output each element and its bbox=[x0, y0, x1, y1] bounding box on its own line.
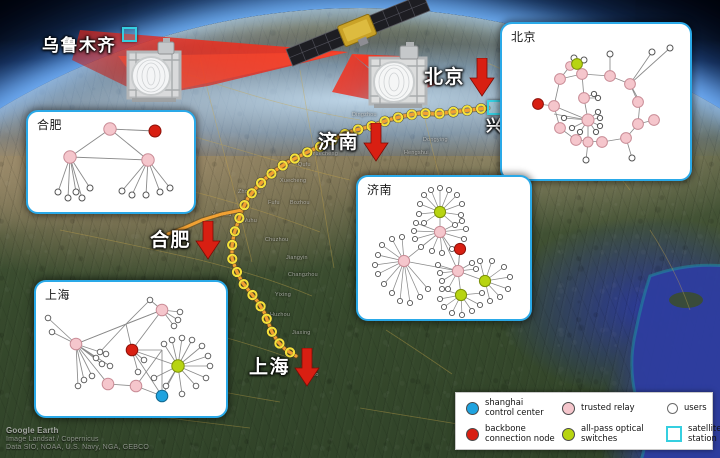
inset-jinan-network bbox=[371, 184, 514, 319]
legend-label: shanghai control center bbox=[485, 397, 544, 417]
google-earth-watermark: Google Earth Image Landsat / Copernicus … bbox=[6, 419, 149, 452]
trusted-relay-node bbox=[289, 153, 300, 164]
legend-item-shanghai-control-center: shanghai control center bbox=[466, 398, 562, 417]
trusted-relay-node bbox=[339, 128, 351, 140]
inset-shanghai-title: 上海 bbox=[45, 288, 71, 302]
backbone-node bbox=[453, 242, 467, 256]
backbone-node bbox=[148, 124, 162, 138]
inset-hefei: 合肥 bbox=[26, 110, 196, 214]
control-center bbox=[155, 389, 169, 403]
legend-marker-dot-icon bbox=[562, 427, 575, 441]
inset-hefei-network bbox=[54, 122, 174, 202]
inset-beijing-network bbox=[532, 44, 674, 164]
inset-shanghai-network bbox=[44, 296, 214, 403]
trusted-relay-node bbox=[274, 338, 285, 349]
legend-label: trusted relay bbox=[581, 402, 635, 413]
inset-hefei-title: 合肥 bbox=[37, 118, 63, 132]
trusted-relay-node bbox=[238, 278, 249, 290]
watermark-brand: Google Earth bbox=[6, 426, 59, 435]
trusted-relay-node bbox=[246, 188, 257, 199]
backbone-node bbox=[125, 343, 139, 357]
all-pass-switch bbox=[478, 274, 492, 288]
trusted-relay-node bbox=[434, 108, 445, 119]
telescope-xinglong bbox=[368, 42, 428, 108]
trusted-relay-node bbox=[266, 326, 278, 337]
legend-marker-dot-icon bbox=[466, 401, 479, 415]
inset-jinan: 济南 bbox=[356, 175, 532, 321]
trusted-relay-node bbox=[227, 253, 238, 264]
trusted-relay-node bbox=[284, 347, 296, 358]
legend-label: satellite station bbox=[688, 423, 720, 443]
legend-item-users: users bbox=[666, 402, 720, 414]
inset-jinan-title: 济南 bbox=[367, 183, 393, 197]
legend-item-backbone-connection-node: backbone connection node bbox=[466, 424, 562, 443]
trusted-relay-node bbox=[462, 105, 473, 116]
trusted-relay-node bbox=[406, 109, 417, 120]
watermark-attribution: Image Landsat / Copernicus Data SIO, NOA… bbox=[6, 436, 150, 451]
trusted-relay-node bbox=[392, 112, 404, 123]
legend: shanghai control center trusted relay user… bbox=[455, 392, 720, 450]
telescope-urumqi bbox=[126, 38, 182, 102]
inset-beijing: 北京 bbox=[500, 22, 692, 181]
trusted-relay-node bbox=[255, 301, 266, 312]
trusted-relay-node bbox=[231, 266, 243, 278]
legend-marker-dot-icon bbox=[562, 401, 575, 415]
trusted-relay-node bbox=[448, 106, 459, 118]
trusted-relay-node bbox=[420, 108, 431, 119]
all-pass-switch bbox=[571, 58, 583, 70]
backbone-node bbox=[532, 98, 544, 110]
trusted-relay-node bbox=[352, 124, 364, 135]
urumqi-station bbox=[122, 27, 137, 42]
trusted-relay-node bbox=[475, 103, 487, 114]
legend-marker-dot-icon bbox=[466, 427, 479, 441]
trusted-relay-node bbox=[277, 160, 288, 171]
trusted-relay-markers bbox=[226, 103, 487, 359]
trusted-relay-node bbox=[227, 239, 238, 251]
legend-label: users bbox=[684, 402, 707, 413]
trusted-relay-node bbox=[261, 313, 272, 324]
legend-label: all-pass optical switches bbox=[581, 423, 644, 443]
trusted-relay-node bbox=[239, 199, 250, 211]
legend-item-trusted-relay: trusted relay bbox=[562, 401, 666, 415]
legend-item-all-pass-optical-switches: all-pass optical switches bbox=[562, 424, 666, 443]
legend-label: backbone connection node bbox=[485, 423, 555, 443]
trusted-relay-node bbox=[229, 226, 241, 237]
quantum-satellite bbox=[285, 0, 431, 67]
all-pass-switch bbox=[433, 205, 447, 219]
legend-item-satellite-station: satellite station bbox=[666, 424, 720, 443]
trusted-relay-node bbox=[255, 177, 267, 189]
trusted-relay-node bbox=[266, 168, 277, 179]
trusted-relay-node bbox=[327, 135, 338, 146]
trusted-relay-node bbox=[234, 212, 245, 224]
all-pass-switch bbox=[454, 288, 468, 302]
trusted-relay-node bbox=[302, 147, 313, 158]
trusted-relay-node bbox=[247, 289, 258, 301]
inset-beijing-title: 北京 bbox=[511, 30, 537, 44]
legend-marker-ring-icon bbox=[667, 402, 678, 414]
all-pass-switch bbox=[171, 359, 185, 373]
trusted-relay-node bbox=[314, 141, 326, 152]
inset-shanghai: 上海 bbox=[34, 280, 228, 418]
legend-marker-square-icon bbox=[666, 426, 682, 442]
